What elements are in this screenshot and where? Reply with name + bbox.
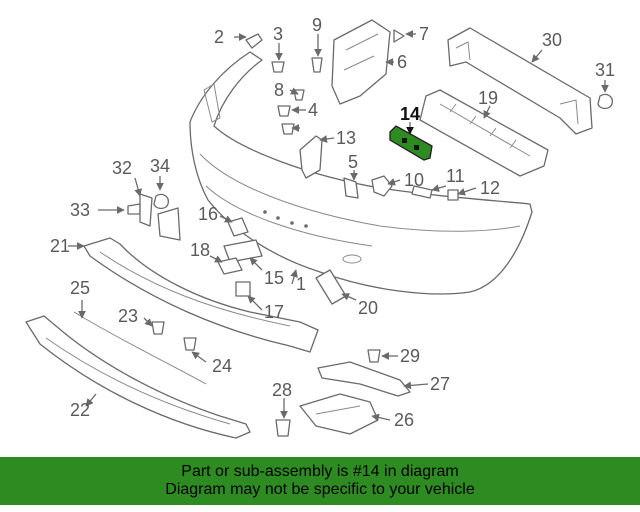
banner-line-1: Part or sub-assembly is #14 in diagram bbox=[181, 463, 459, 480]
callout-32: 32 bbox=[112, 158, 132, 178]
info-banner: Part or sub-assembly is #14 in diagram D… bbox=[0, 457, 640, 505]
callout-27: 27 bbox=[430, 374, 450, 394]
callout-31: 31 bbox=[595, 60, 615, 80]
bumper-cover bbox=[189, 51, 533, 295]
bracket-14 bbox=[389, 125, 433, 161]
parts-diagram: 1 2 3 4 5 6 7 8 9 10 11 12 13 14 15 16 1… bbox=[25, 15, 615, 439]
leader-lines bbox=[68, 30, 609, 422]
callout-30: 30 bbox=[542, 30, 562, 50]
callout-5: 5 bbox=[348, 152, 358, 172]
banner-line-2: Diagram may not be specific to your vehi… bbox=[165, 481, 475, 498]
callout-9: 9 bbox=[312, 15, 322, 35]
callout-19: 19 bbox=[478, 88, 498, 108]
callout-14: 14 bbox=[400, 104, 420, 124]
callout-23: 23 bbox=[118, 306, 138, 326]
callout-7: 7 bbox=[419, 24, 429, 44]
callout-1: 1 bbox=[296, 274, 306, 294]
callout-21: 21 bbox=[50, 236, 70, 256]
callout-2: 2 bbox=[214, 27, 224, 47]
callout-28: 28 bbox=[272, 380, 292, 400]
callout-16: 16 bbox=[198, 204, 218, 224]
callout-labels: 1 2 3 4 5 6 7 8 9 10 11 12 13 14 15 16 1… bbox=[50, 15, 615, 430]
small-fasteners bbox=[127, 29, 613, 437]
energy-absorber bbox=[419, 89, 549, 177]
callout-33: 33 bbox=[70, 200, 90, 220]
callout-26: 26 bbox=[394, 410, 414, 430]
reinforcement-bar bbox=[447, 27, 593, 135]
callout-25: 25 bbox=[70, 278, 90, 298]
callout-12: 12 bbox=[480, 178, 500, 198]
callout-22: 22 bbox=[70, 400, 90, 420]
callout-4: 4 bbox=[308, 100, 318, 120]
callout-3: 3 bbox=[273, 24, 283, 44]
callout-6: 6 bbox=[397, 52, 407, 72]
callout-8: 8 bbox=[274, 80, 284, 100]
lower-valance bbox=[25, 237, 319, 439]
callout-10: 10 bbox=[404, 170, 424, 190]
callout-17: 17 bbox=[264, 302, 284, 322]
callout-15: 15 bbox=[264, 268, 284, 288]
callout-34: 34 bbox=[150, 156, 170, 176]
callout-24: 24 bbox=[212, 356, 232, 376]
callout-13: 13 bbox=[336, 128, 356, 148]
callout-29: 29 bbox=[400, 346, 420, 366]
callout-20: 20 bbox=[358, 298, 378, 318]
callout-11: 11 bbox=[446, 166, 465, 186]
callout-18: 18 bbox=[190, 240, 210, 260]
mounting-bracket bbox=[331, 19, 391, 105]
side-bracket bbox=[299, 135, 323, 179]
lower-right-parts bbox=[299, 361, 411, 435]
